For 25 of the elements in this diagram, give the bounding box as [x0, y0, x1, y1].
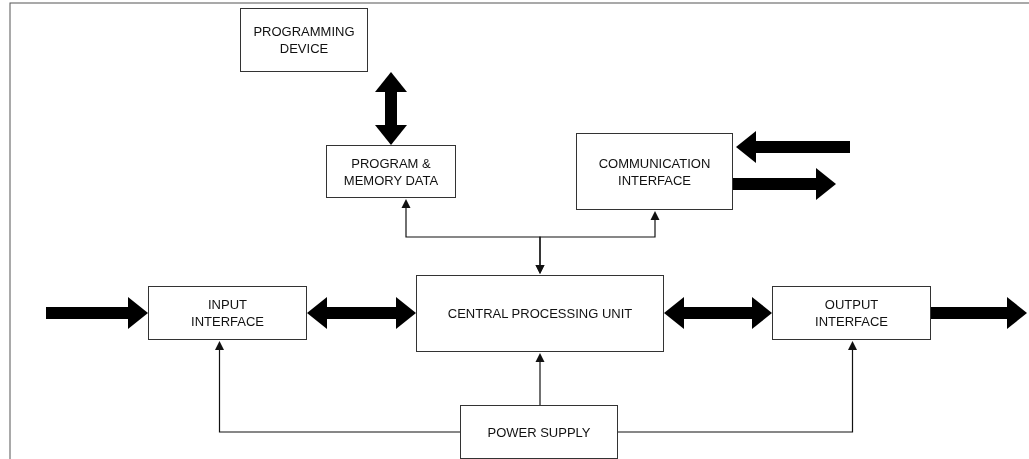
process-box	[460, 405, 618, 459]
thick-arrow	[931, 297, 1027, 329]
process-box	[416, 275, 664, 352]
thick-arrow	[736, 131, 850, 163]
box-label: PROGRAMMING DEVICE	[252, 23, 356, 57]
thick-arrow	[307, 297, 416, 329]
arrow	[617, 341, 857, 433]
box-label: POWER SUPPLY	[487, 423, 591, 441]
thick-arrow	[664, 297, 772, 329]
thick-arrow	[733, 168, 836, 200]
box-label: CENTRAL PROCESSING UNIT	[447, 305, 633, 322]
process-box	[326, 145, 456, 198]
arrow	[535, 211, 660, 274]
thick-arrow	[375, 72, 407, 145]
thick-arrow	[46, 297, 148, 329]
process-box	[240, 8, 368, 72]
box-label: COMMUNICATION INTERFACE	[597, 154, 712, 189]
arrow	[215, 341, 461, 433]
arrow	[535, 353, 545, 406]
box-label: PROGRAM & MEMORY DATA	[342, 154, 440, 189]
box-label: INPUT INTERFACE	[190, 296, 265, 330]
process-box	[148, 286, 307, 340]
process-box	[772, 286, 931, 340]
process-box	[576, 133, 733, 210]
box-label: OUTPUT INTERFACE	[814, 296, 889, 330]
